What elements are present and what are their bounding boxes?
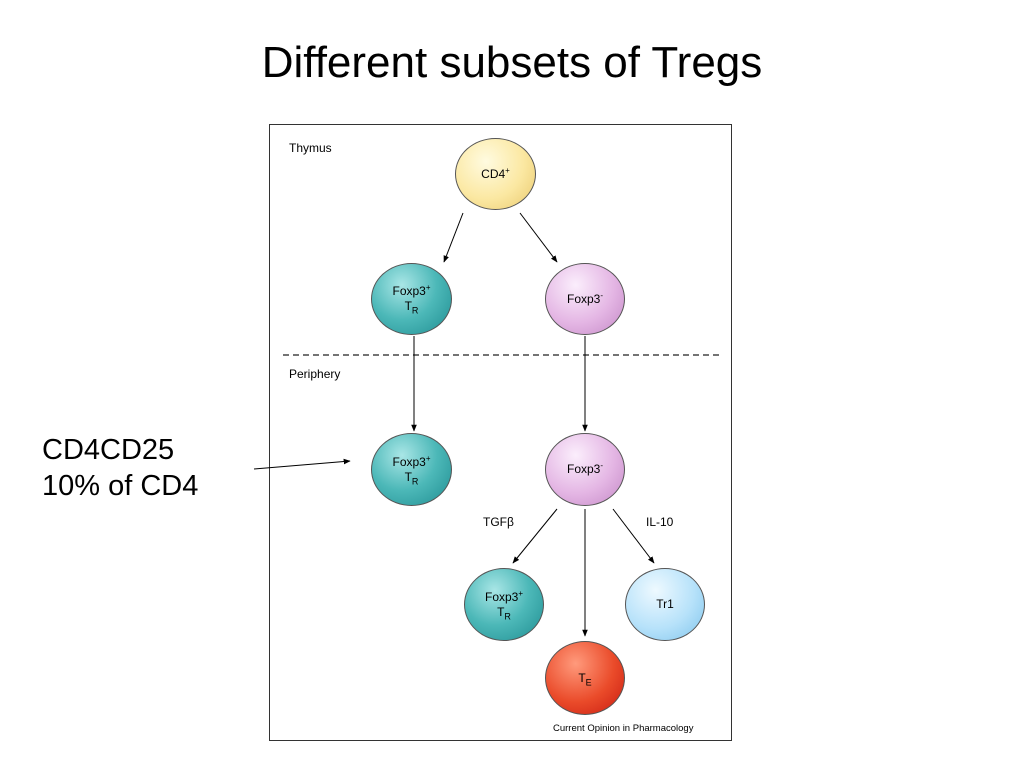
node-thymus-foxp3pos-treg: Foxp3+ TR [371, 263, 452, 335]
node-label: Tr1 [656, 597, 674, 611]
node-thymus-foxp3neg: Foxp3- [545, 263, 625, 335]
node-label-line-1: Foxp3+ [484, 588, 524, 604]
node-cd4: CD4+ [455, 138, 536, 210]
node-label-line-2: TR [404, 299, 419, 316]
caption-line-2: 10% of CD4 [42, 470, 199, 502]
caption-pointer-arrow [253, 458, 351, 470]
arrow-cd4-to-foxp3neg [519, 212, 558, 263]
node-label-line-2: TR [497, 604, 511, 621]
arrow-foxp3neg-to-induced-treg [512, 508, 558, 564]
figure-credit: Current Opinion in Pharmacology [553, 723, 694, 734]
caption-line-1: CD4CD25 [42, 434, 175, 466]
node-label: Foxp3- [566, 461, 604, 477]
node-label-line-2: TR [404, 469, 419, 486]
edge-label-tgfb: TGFβ [483, 515, 514, 529]
node-label-line-1: Foxp3+ [392, 283, 431, 299]
arrow-foxp3neg-to-tr1 [612, 508, 655, 564]
node-label: Foxp3- [566, 290, 604, 306]
node-induced-foxp3pos-treg: Foxp3+ TR [464, 568, 544, 641]
region-label-thymus: Thymus [289, 141, 332, 155]
slide-title: Different subsets of Tregs [261, 38, 763, 87]
node-tr1: Tr1 [625, 568, 705, 641]
edge-label-il10: IL-10 [646, 515, 674, 529]
region-label-periphery: Periphery [289, 367, 341, 381]
node-te: TE [545, 641, 625, 715]
arrow-cd4-to-treg [443, 212, 464, 263]
node-label-line-1: Foxp3+ [392, 453, 431, 469]
side-caption: CD4CD25 10% of CD4 [42, 432, 198, 504]
node-label: TE [578, 670, 592, 687]
node-periphery-foxp3pos-treg: Foxp3+ TR [371, 433, 452, 506]
node-cd4-label: CD4+ [481, 165, 510, 181]
node-periphery-foxp3neg: Foxp3- [545, 433, 625, 506]
diagram-frame [269, 124, 732, 741]
